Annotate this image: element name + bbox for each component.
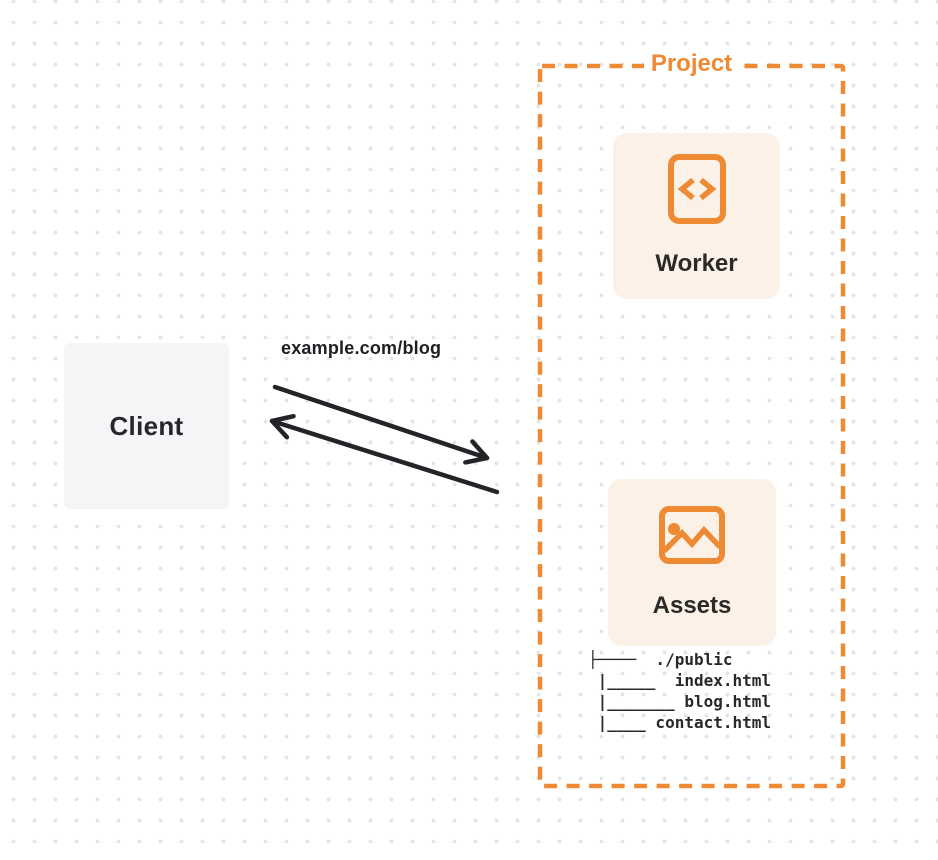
code-file-icon xyxy=(667,154,726,224)
image-icon xyxy=(659,505,725,564)
request-arrow xyxy=(272,384,490,465)
client-node: Client xyxy=(64,343,229,509)
worker-label: Worker xyxy=(655,250,738,277)
assets-node: Assets xyxy=(608,479,776,646)
response-arrow xyxy=(269,413,500,495)
worker-node: Worker xyxy=(613,133,780,299)
project-title: Project xyxy=(643,50,740,78)
request-url-label: example.com/blog xyxy=(281,338,442,358)
client-label: Client xyxy=(109,410,184,441)
assets-label: Assets xyxy=(652,591,732,619)
project-boundary-border xyxy=(537,63,846,789)
assets-file-tree: ├──── ./public |_____ index.html |______… xyxy=(588,650,772,732)
project-title-row: Project xyxy=(540,50,843,78)
